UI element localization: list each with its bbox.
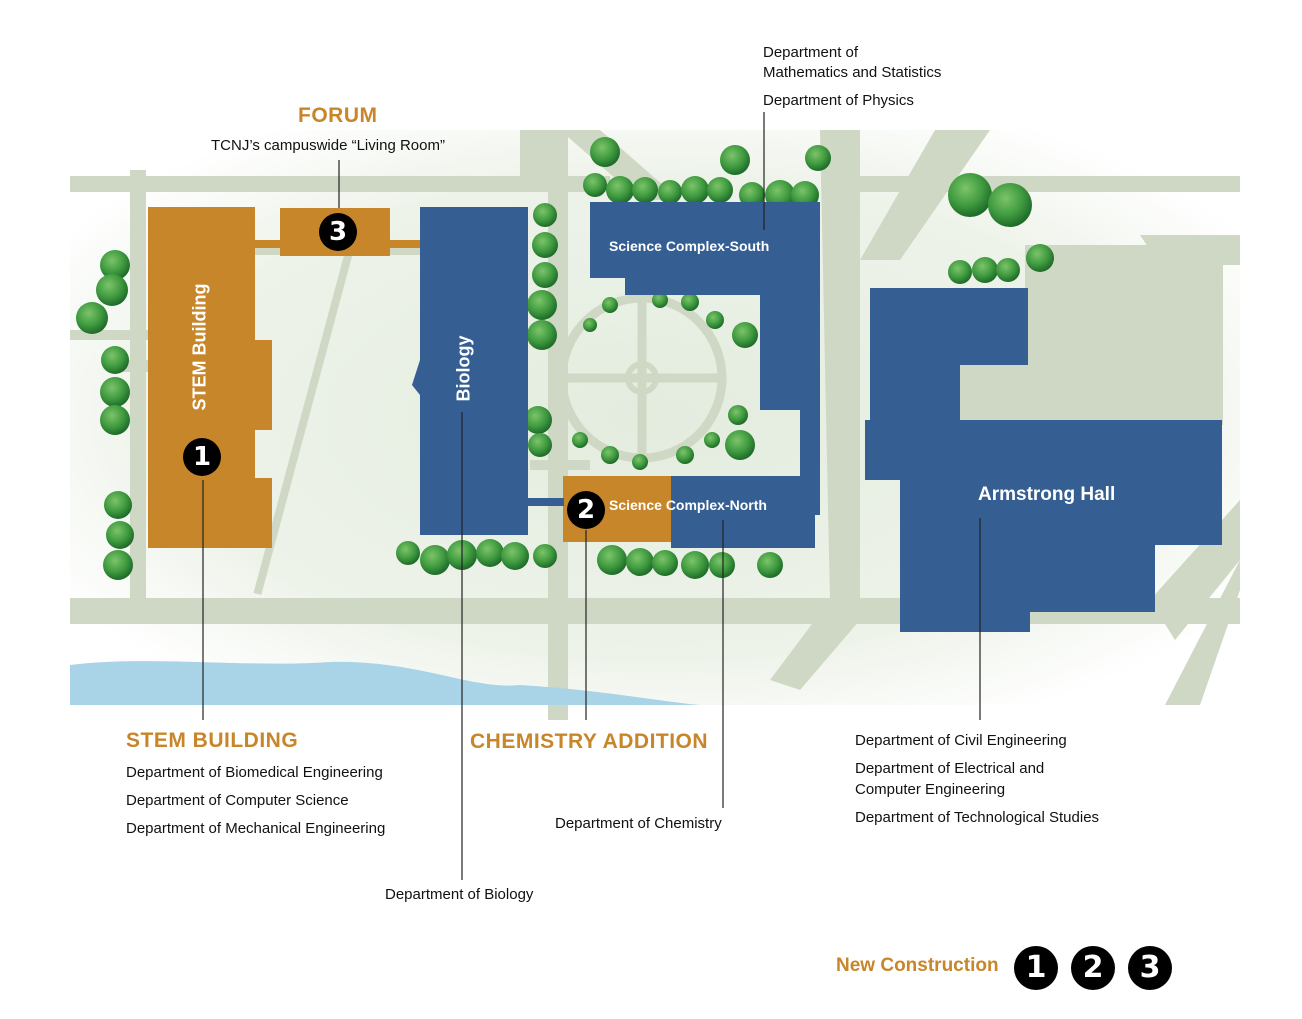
armstrong-hall-label: Armstrong Hall [978,484,1116,505]
legend-badge-2: 2 [1071,946,1115,990]
math-dept-line1: Department of [763,44,859,61]
stem-dept-item: Department of Computer Science [126,792,349,809]
armstrong-dept-item: Department of Technological Studies [855,809,1100,826]
leader-lines [202,112,981,880]
stem-building-shape [148,207,272,548]
science-south-label: Science Complex-South [609,238,770,254]
biology-shape [412,207,528,535]
legend-label: New Construction [836,955,999,976]
forum-title: FORUM [298,104,378,127]
badge-forum: 3 [319,213,357,251]
armstrong-dept-item: Department of Electrical and [855,760,1045,777]
existing-buildings [412,202,1222,632]
science-north-shape [671,476,815,548]
biology-dept: Department of Biology [385,886,534,903]
badge-stem: 1 [183,438,221,476]
legend-badge-1: 1 [1014,946,1058,990]
stem-section-title: STEM BUILDING [126,729,299,752]
math-dept-line2: Mathematics and Statistics [763,64,942,81]
armstrong-shape [865,288,1222,632]
armstrong-dept-item: Department of Civil Engineering [855,732,1067,749]
legend-badge-3: 3 [1128,946,1172,990]
new-construction-buildings [148,207,671,548]
forum-connector-left [255,240,280,248]
trees [76,137,1054,580]
armstrong-dept-item: Computer Engineering [855,781,1006,798]
physics-dept: Department of Physics [763,92,914,109]
forum-connector-right [390,240,420,248]
badge-chemistry: 2 [567,491,605,529]
bio-chem-connector [528,498,564,506]
stem-dept-item: Department of Biomedical Engineering [126,764,383,781]
stem-building-label: STEM Building [189,283,210,411]
science-north-label: Science Complex-North [609,497,767,513]
quad-center [625,361,659,395]
science-south-shape [590,202,820,515]
forum-subtitle: TCNJ’s campuswide “Living Room” [211,137,445,154]
chemistry-dept: Department of Chemistry [555,815,722,832]
water-body [70,661,700,705]
biology-label: Biology [453,335,474,402]
stem-dept-item: Department of Mechanical Engineering [126,820,386,837]
chemistry-section-title: CHEMISTRY ADDITION [470,730,709,753]
